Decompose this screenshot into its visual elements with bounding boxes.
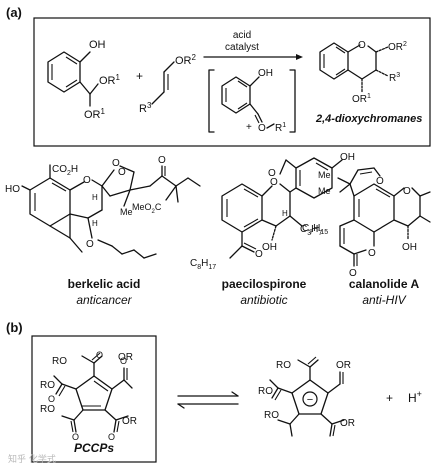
plus-sign-2: + (386, 391, 393, 405)
cyclopentadienide-minus: − (307, 394, 313, 406)
pccp-o-2: O (120, 356, 127, 366)
berkelic-h1: H (92, 193, 98, 202)
np-activity-paecilospirone: antibiotic (240, 293, 287, 307)
berkelic-o-keto: O (158, 155, 166, 166)
berkelic-o2: O (112, 158, 120, 169)
intermediate-r1: R1 (275, 122, 286, 134)
reaction-arrow: acid catalyst (203, 30, 303, 60)
structure-paecilospirone: O O OH OH C7H15 O C8H17 H (190, 152, 355, 271)
anion-or-2: OR (340, 418, 355, 429)
calanolide-o3: O (368, 248, 376, 259)
product-class-name: 2,4-dioxychromanes (315, 113, 422, 125)
berkelic-co2h: CO2H (52, 164, 78, 177)
pccp-o-3: O (108, 432, 115, 442)
reaction-scheme-box (33, 17, 431, 147)
paecilospirone-o1: O (270, 177, 278, 188)
berkelic-h2: H (92, 219, 98, 228)
product-or2: OR2 (388, 41, 407, 53)
calanolide-o1: O (376, 176, 384, 187)
berkelic-o1: O (83, 175, 91, 186)
pccp-o-4: O (72, 432, 79, 442)
structure-calanolide-a: O Me Me O OH O C3H7 O (300, 167, 431, 279)
equilibrium-arrows (177, 391, 239, 409)
acetal-or1-bottom: OR1 (84, 107, 106, 121)
berkelic-me: Me (120, 207, 133, 217)
calanolide-oh: OH (402, 242, 417, 253)
product-ring-o: O (358, 40, 366, 51)
phenol-oh: OH (89, 39, 106, 51)
watermark: 知乎 化学式 (8, 453, 56, 465)
calanolide-o4: O (349, 268, 357, 279)
np-activity-berkelic: anticancer (76, 293, 132, 307)
pccp-box-label: PCCPs (74, 441, 114, 455)
pccp-o-5: O (48, 394, 55, 404)
structure-berkelic-acid: CO2H HO O O H H O Me O (5, 155, 201, 259)
pccp-box (31, 335, 157, 463)
proton: H+ (408, 389, 422, 405)
pccp-or-2: OR (122, 416, 137, 427)
reagent-enol-ether: OR2 R3 (139, 53, 197, 115)
paecilospirone-c8h17: C8H17 (190, 258, 216, 271)
paecilospirone-h: H (282, 209, 288, 218)
alkene-r3: R3 (139, 101, 152, 115)
arrow-label-acid: acid (233, 30, 251, 41)
berkelic-o3: O (118, 167, 126, 178)
np-name-calanolide: calanolide A (349, 277, 420, 291)
panel-b-label: (b) (6, 320, 23, 335)
pccp-or-1: OR (118, 352, 133, 363)
structure-pccp-anion: − RO OR OR RO RO (258, 356, 355, 437)
anion-ro-3: RO (258, 386, 273, 397)
calanolide-c3h7: C3H7 (300, 224, 322, 237)
arrow-label-catalyst: catalyst (225, 42, 259, 53)
alkene-or2: OR2 (175, 53, 197, 67)
paecilospirone-ho: OH (262, 242, 277, 253)
oxocarbenium-intermediate: OH + O R1 (208, 68, 296, 134)
acetal-or1-top: OR1 (99, 73, 121, 87)
np-name-paecilospirone: paecilospirone (222, 277, 307, 291)
reagent-salicyl-acetal: OH OR1 OR1 (47, 39, 121, 121)
np-name-berkelic: berkelic acid (68, 277, 141, 291)
berkelic-o-ring: O (86, 239, 94, 250)
calanolide-me1: Me (318, 170, 331, 180)
intermediate-plus: + (246, 122, 252, 133)
intermediate-o: O (258, 123, 266, 134)
structure-pccp-neutral: O RO O OR OR O RO O O RO (40, 350, 137, 442)
anion-ro-2: RO (264, 410, 279, 421)
pccp-ro-3: RO (40, 380, 55, 391)
calanolide-o2: O (403, 186, 411, 197)
pccp-ro-2: RO (40, 404, 55, 415)
pccp-o-1: O (96, 350, 103, 360)
berkelic-meo2c: MeO2C (132, 202, 162, 215)
anion-or-1: OR (336, 360, 351, 371)
paecilospirone-o2: O (268, 168, 276, 179)
paecilospirone-o3: O (255, 249, 263, 260)
pccp-ro-1: RO (52, 356, 67, 367)
panel-a-label: (a) (6, 5, 22, 20)
intermediate-oh: OH (258, 68, 273, 79)
product-or1: OR1 (352, 93, 371, 105)
np-activity-calanolide: anti-HIV (362, 293, 406, 307)
paecilospirone-c7h15: C7H15 (302, 223, 328, 236)
berkelic-ho: HO (5, 184, 20, 195)
product-dioxychromane: O OR2 R3 OR1 2,4-dioxychromanes (315, 40, 422, 125)
plus-sign-1: + (136, 69, 143, 83)
paecilospirone-oh: OH (340, 152, 355, 163)
calanolide-me2: Me (318, 186, 331, 196)
anion-ro-1: RO (276, 360, 291, 371)
product-r3: R3 (389, 72, 400, 84)
